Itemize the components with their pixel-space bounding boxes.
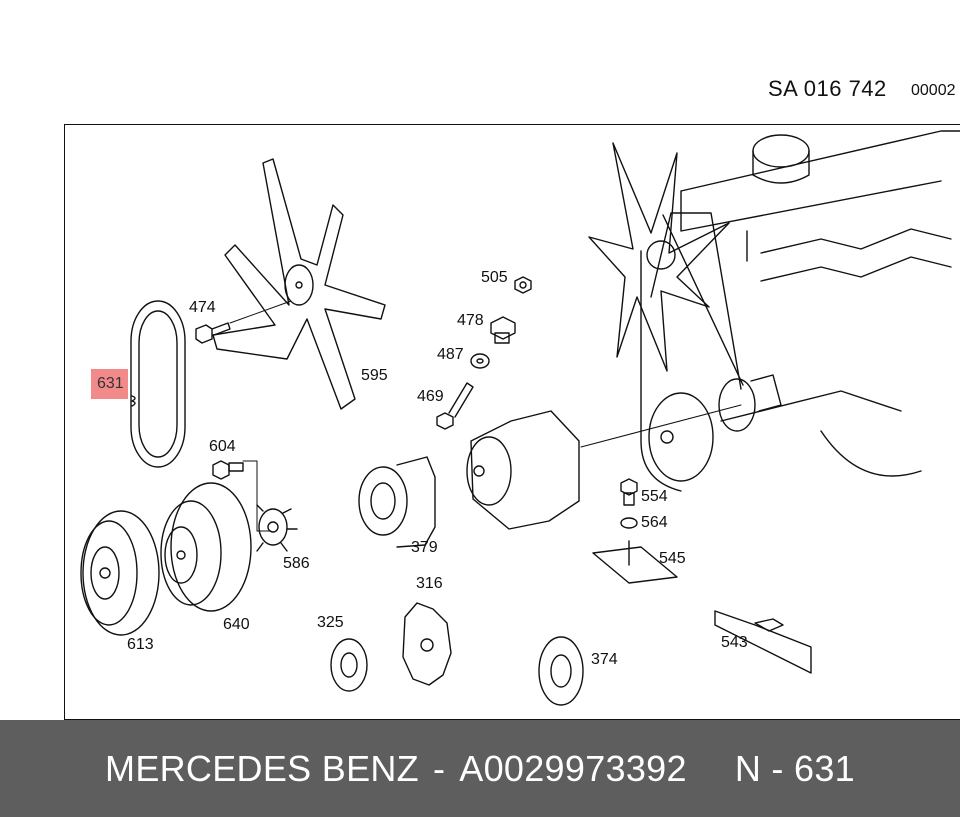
bolt-554 bbox=[620, 478, 638, 506]
dash-separator: - bbox=[432, 747, 446, 789]
callout-316[interactable]: 316 bbox=[416, 575, 443, 592]
callout-595[interactable]: 595 bbox=[361, 367, 388, 384]
belt-631 bbox=[130, 300, 186, 468]
hub-586 bbox=[256, 504, 298, 552]
part-caption-bar: MERCEDES BENZ - A0029973392 N - 631 bbox=[0, 720, 960, 817]
bracket-545 bbox=[592, 540, 678, 584]
callout-374[interactable]: 374 bbox=[591, 651, 618, 668]
callout-474[interactable]: 474 bbox=[189, 299, 216, 316]
engine-block bbox=[588, 130, 960, 492]
callout-604[interactable]: 604 bbox=[209, 438, 236, 455]
nut-505 bbox=[514, 276, 532, 294]
fan-595 bbox=[212, 158, 386, 410]
drawing-code: SA 016 742 bbox=[768, 76, 887, 101]
callout-325[interactable]: 325 bbox=[317, 614, 344, 631]
fitting-478 bbox=[490, 316, 516, 344]
diagram-drawing bbox=[80, 130, 960, 706]
damper-613 bbox=[80, 510, 160, 636]
alternator bbox=[466, 404, 742, 530]
callout-613[interactable]: 613 bbox=[127, 636, 154, 653]
callout-586[interactable]: 586 bbox=[283, 555, 310, 572]
bolt-474 bbox=[195, 300, 292, 344]
washer-487 bbox=[470, 353, 490, 369]
pulley-640 bbox=[160, 482, 252, 612]
brand-name: MERCEDES BENZ bbox=[105, 747, 419, 789]
position-number: N - 631 bbox=[734, 747, 855, 789]
pulley-379 bbox=[358, 456, 436, 548]
callout-487[interactable]: 487 bbox=[437, 346, 464, 363]
sheet-number: 00002 bbox=[911, 82, 956, 99]
bolt-604 bbox=[212, 460, 272, 532]
callout-545[interactable]: 545 bbox=[659, 550, 686, 567]
callout-469[interactable]: 469 bbox=[417, 388, 444, 405]
callout-554[interactable]: 554 bbox=[641, 488, 668, 505]
exploded-diagram: 631 474 595 505 478 487 469 604 586 379 … bbox=[64, 124, 960, 720]
callout-505[interactable]: 505 bbox=[481, 269, 508, 286]
part-number: A0029973392 bbox=[459, 747, 687, 789]
washer-564 bbox=[620, 517, 638, 529]
callout-543[interactable]: 543 bbox=[721, 634, 748, 651]
bolt-469 bbox=[436, 382, 474, 430]
bracket-543 bbox=[714, 610, 812, 674]
callout-379[interactable]: 379 bbox=[411, 539, 438, 556]
callout-640[interactable]: 640 bbox=[223, 616, 250, 633]
pulley-325 bbox=[330, 638, 368, 692]
pulley-374 bbox=[538, 636, 584, 706]
callout-564[interactable]: 564 bbox=[641, 514, 668, 531]
callout-631[interactable]: 631 bbox=[91, 369, 128, 399]
rotor-316 bbox=[402, 602, 452, 686]
callout-478[interactable]: 478 bbox=[457, 312, 484, 329]
